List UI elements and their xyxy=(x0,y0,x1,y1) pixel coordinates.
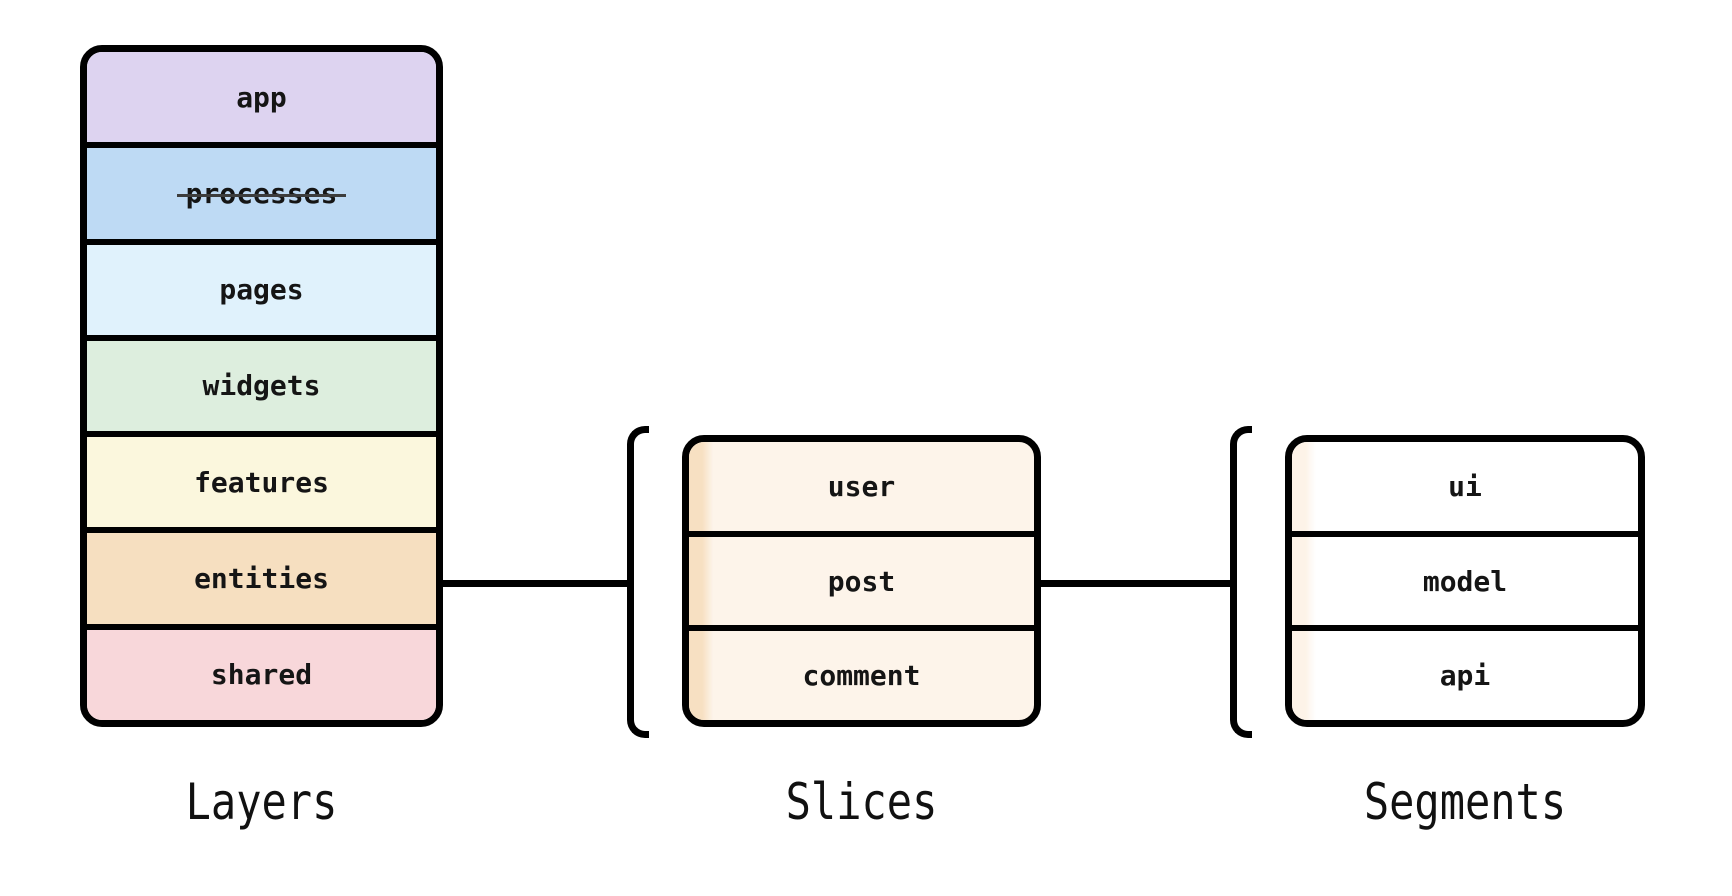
slice-row-comment: comment xyxy=(689,625,1034,720)
layer-row-widgets: widgets xyxy=(87,334,436,432)
layers-stack: app processes pages widgets features ent… xyxy=(80,45,443,727)
connector-layers-to-slices xyxy=(440,580,634,587)
segments-accent-strip xyxy=(1292,442,1316,720)
slice-label-user: user xyxy=(827,469,896,503)
layer-label-processes: processes xyxy=(176,176,347,210)
layer-row-processes: processes xyxy=(87,142,436,239)
segment-label-ui: ui xyxy=(1448,469,1482,503)
slices-stack: user post comment xyxy=(682,435,1041,727)
column-title-layers: Layers xyxy=(185,773,338,831)
column-title-segments: Segments xyxy=(1363,773,1567,831)
segments-stack: ui model api xyxy=(1285,435,1645,727)
connector-slices-to-segments xyxy=(1038,580,1236,587)
column-title-slices: Slices xyxy=(785,773,938,831)
layer-row-entities: entities xyxy=(87,527,436,624)
layer-label-widgets: widgets xyxy=(202,369,321,403)
layer-label-entities: entities xyxy=(194,562,329,596)
segment-row-model: model xyxy=(1292,530,1638,626)
slices-accent-strip xyxy=(689,442,713,720)
slice-row-post: post xyxy=(689,530,1034,626)
segment-row-api: api xyxy=(1292,625,1638,720)
layer-label-pages: pages xyxy=(219,273,304,307)
slice-label-post: post xyxy=(827,564,896,598)
segment-row-ui: ui xyxy=(1292,442,1638,531)
left-bracket-segments xyxy=(1230,426,1252,738)
left-bracket-slices xyxy=(627,426,649,738)
layer-row-app: app xyxy=(87,52,436,143)
layer-row-shared: shared xyxy=(87,623,436,720)
layer-row-features: features xyxy=(87,431,436,528)
slice-label-comment: comment xyxy=(802,659,921,693)
segment-label-model: model xyxy=(1422,564,1508,598)
layer-label-app: app xyxy=(236,80,287,114)
layer-row-pages: pages xyxy=(87,238,436,335)
layer-label-shared: shared xyxy=(210,658,313,692)
segment-label-api: api xyxy=(1439,659,1491,693)
slice-row-user: user xyxy=(689,442,1034,531)
layer-label-features: features xyxy=(194,465,329,499)
